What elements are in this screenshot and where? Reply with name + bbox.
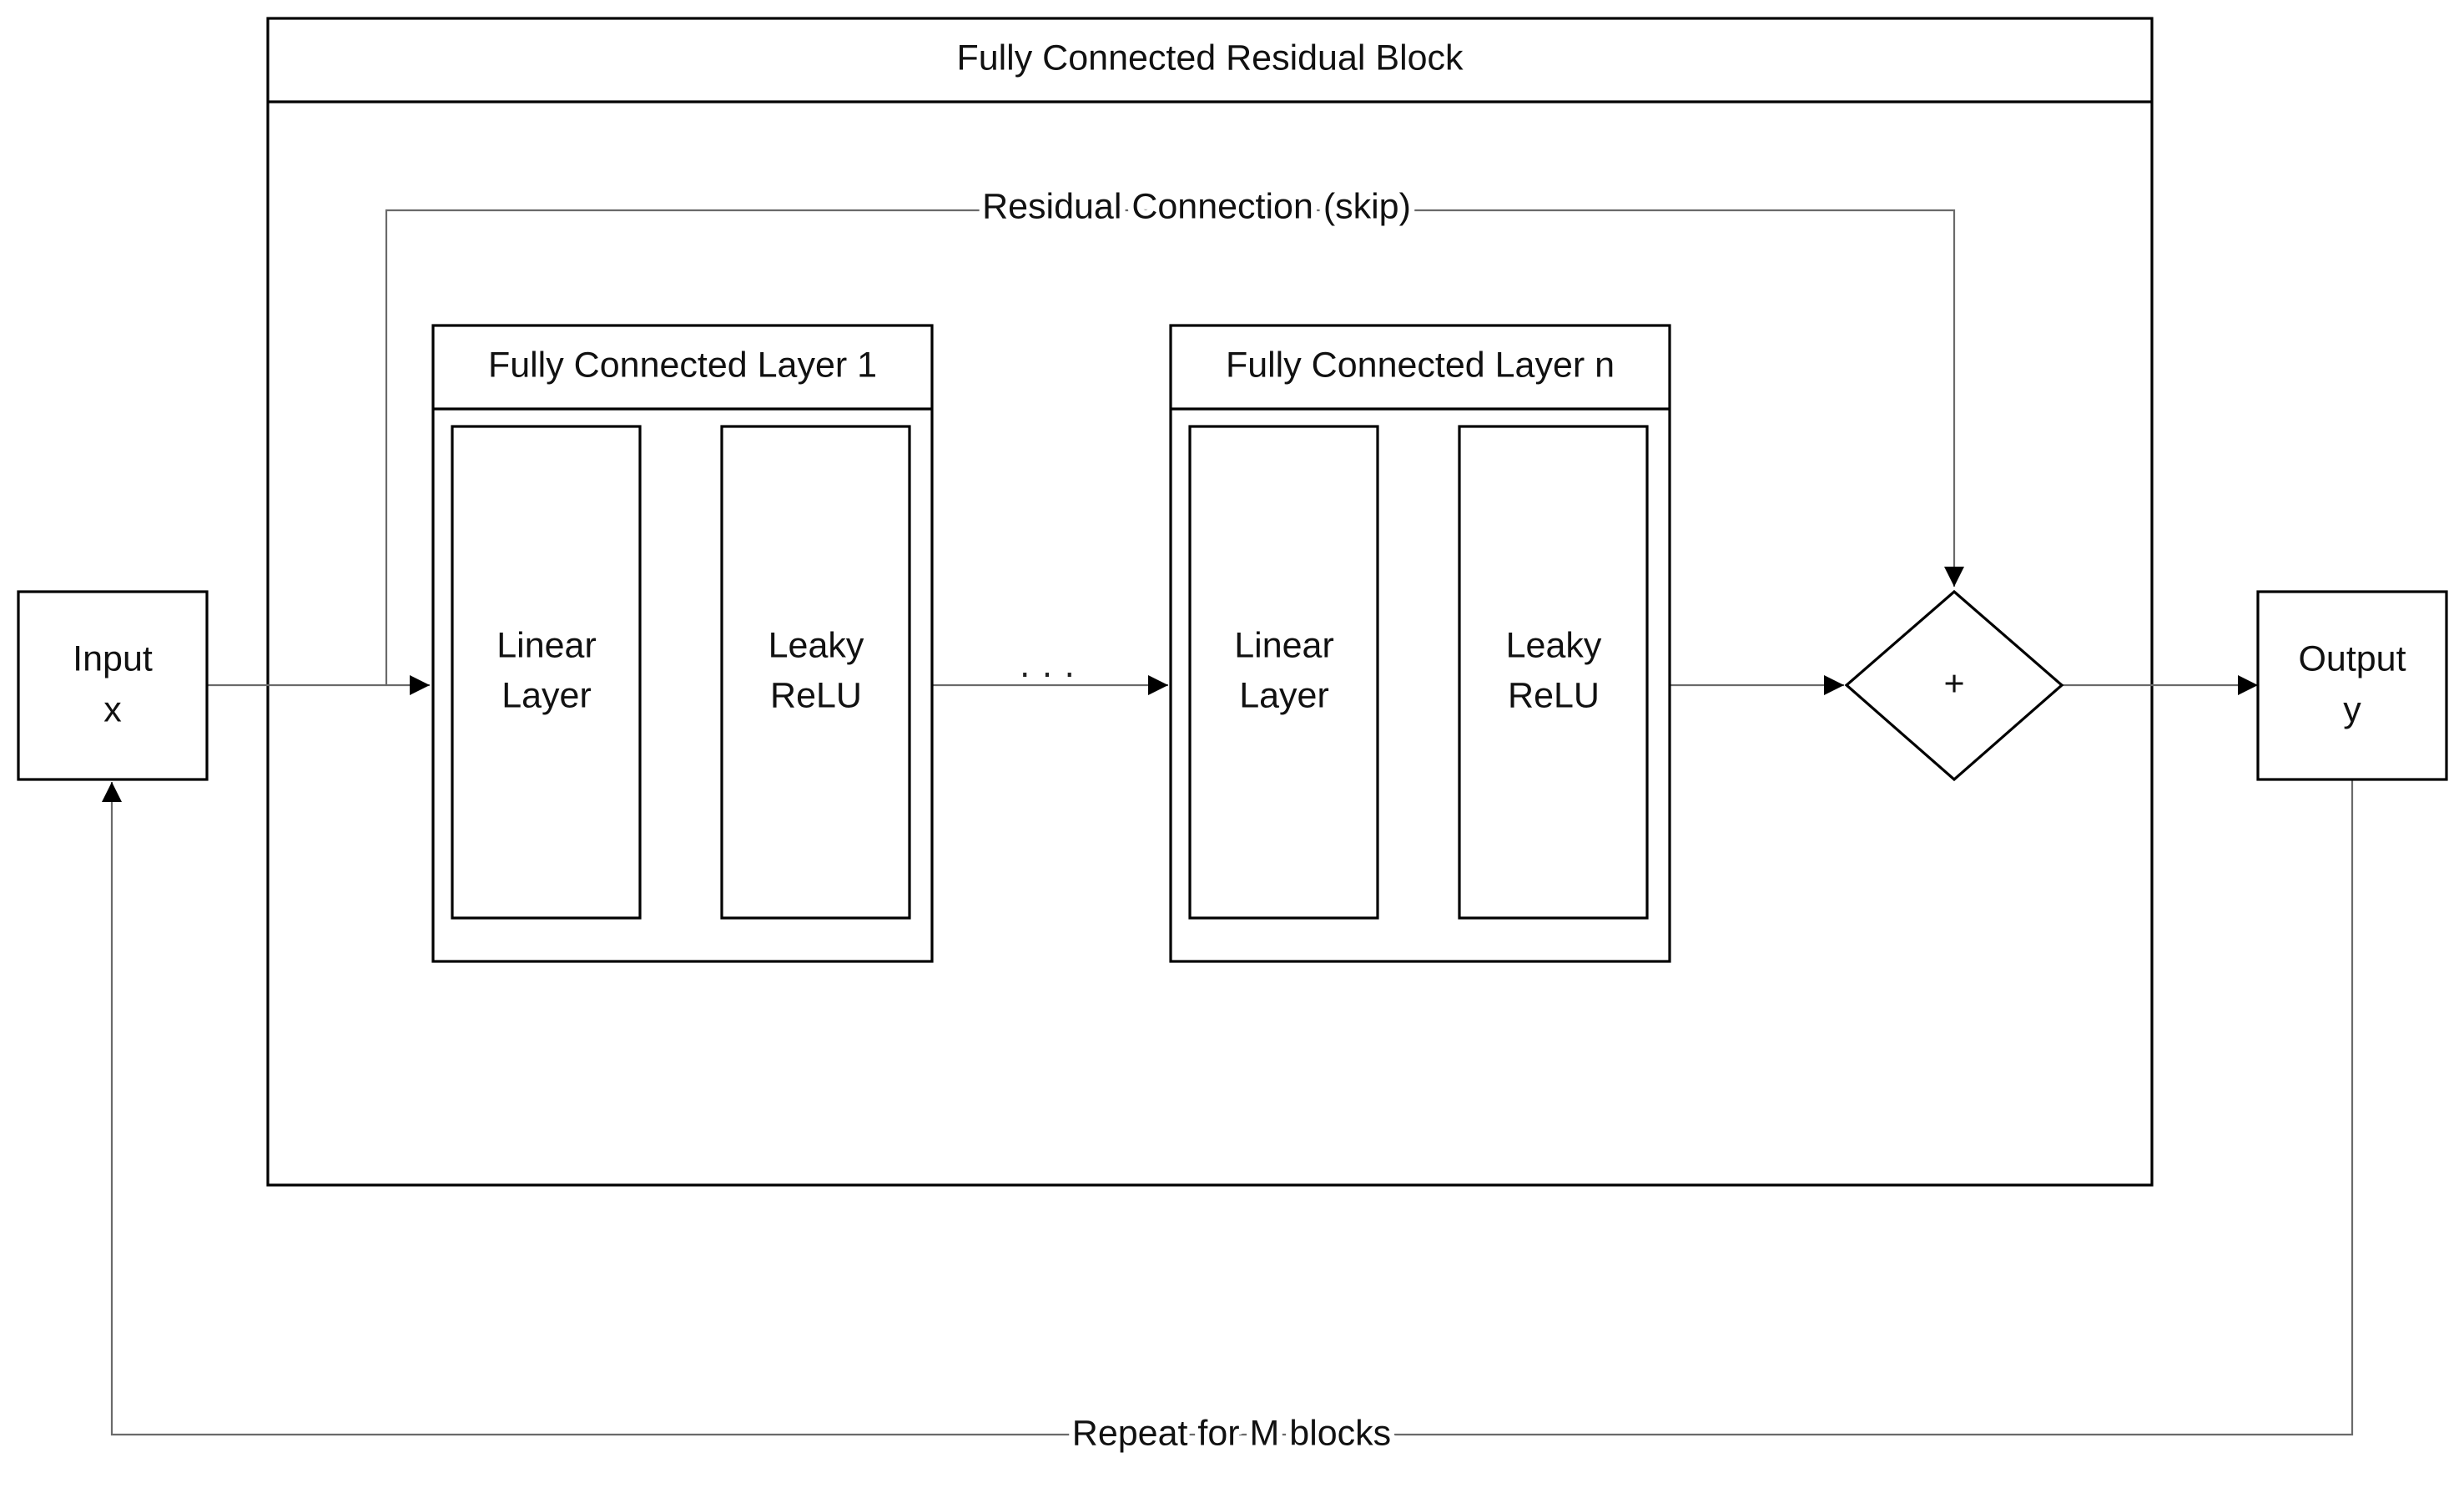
sum-symbol: + (1943, 663, 1964, 704)
residual-skip-arrow (385, 209, 1964, 685)
output-box (2256, 590, 2448, 781)
fc-layer-n-relu-label-line2: ReLU (1508, 675, 1600, 715)
fc-layer-n-linear-label-line2: Layer (1239, 675, 1329, 715)
repeat-loop-arrow (102, 779, 2354, 1436)
output-node: Output y (2256, 590, 2448, 781)
sum-node: + (1844, 589, 2064, 782)
residual-block-title: Fully Connected Residual Block (956, 38, 1464, 78)
output-variable: y (2343, 689, 2361, 729)
ellipsis-label: ... (1020, 647, 1086, 685)
fc-layer-1: Fully Connected Layer 1 Linear Layer Lea… (431, 324, 934, 963)
residual-connection-label: Residual Connection (skip) (982, 186, 1411, 226)
sum-diamond (1844, 589, 2064, 782)
input-label: Input (73, 638, 153, 678)
repeat-label: Repeat for M blocks (1072, 1413, 1391, 1453)
fc-layer-1-relu-label-line1: Leaky (768, 625, 864, 665)
fc-layer-n-linear-box (1188, 425, 1379, 920)
fc-layer-1-linear-label-line2: Layer (501, 675, 592, 715)
output-label: Output (2298, 638, 2406, 678)
fc-layer-1-linear-label-line1: Linear (496, 625, 597, 665)
fc-layer-n-relu-label-line1: Leaky (1506, 625, 1602, 665)
fc-layer-1-relu-box (720, 425, 911, 920)
fc-layer-n-linear-label-line1: Linear (1234, 625, 1334, 665)
connectors (102, 209, 2354, 1436)
fc-layer-1-linear-box (451, 425, 642, 920)
fc-layer-1-relu-label-line2: ReLU (770, 675, 862, 715)
fc-layer-n-relu-box (1458, 425, 1649, 920)
fc-layer-n-title: Fully Connected Layer n (1226, 345, 1615, 385)
input-variable: x (103, 689, 122, 729)
fc-layer-1-title: Fully Connected Layer 1 (488, 345, 877, 385)
fc-layer-n: Fully Connected Layer n Linear Layer Lea… (1169, 324, 1671, 963)
input-box (17, 590, 209, 781)
input-node: Input x (17, 590, 209, 781)
